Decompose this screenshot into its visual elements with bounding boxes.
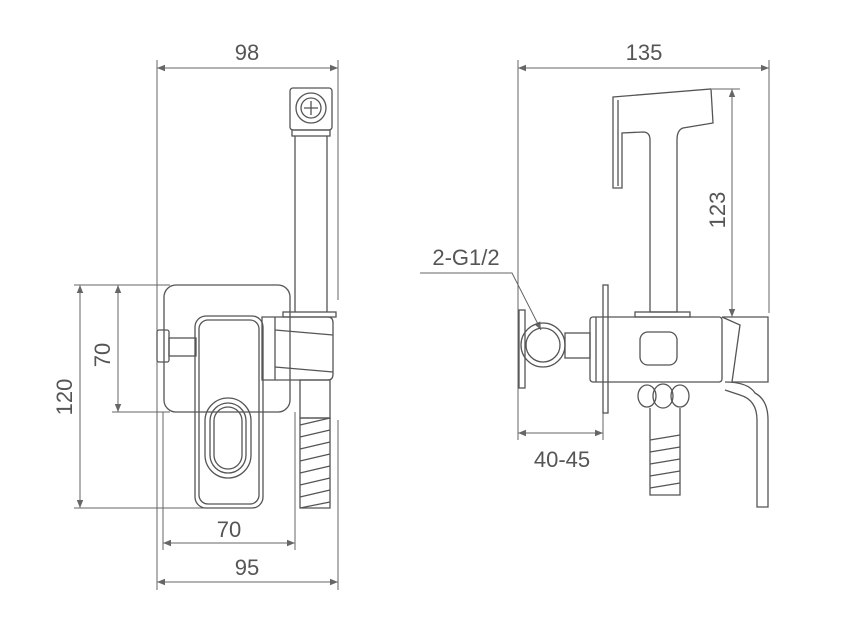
dimension-120: 120: [52, 285, 84, 508]
dim-label-135: 135: [626, 40, 663, 65]
dim-label-40-45: 40-45: [534, 447, 590, 472]
inlet-nut: [156, 329, 197, 363]
dim-label-120: 120: [52, 379, 77, 416]
dim-label-70-horizontal: 70: [217, 517, 241, 542]
front-view: 135 123 40-45 2-G1/2: [420, 40, 770, 508]
outlet-body: [261, 316, 334, 381]
dimension-70-horizontal: 70: [163, 517, 295, 547]
wall-flange: [602, 284, 609, 414]
side-view: 98 120 70 70 95: [52, 40, 339, 590]
dim-label-70-vertical: 70: [90, 343, 115, 367]
thread-label: 2-G1/2: [432, 245, 499, 270]
dim-label-98: 98: [235, 40, 259, 65]
dimension-40-45: 40-45: [518, 429, 603, 472]
dim-label-95: 95: [235, 555, 259, 580]
dimension-70-vertical: 70: [90, 285, 122, 412]
dimension-95: 95: [157, 555, 338, 586]
handset-front: [612, 88, 714, 318]
thread-callout: 2-G1/2: [420, 245, 542, 331]
wall-plate: [163, 284, 291, 413]
dim-label-123: 123: [705, 192, 730, 229]
inlet-thread: [520, 322, 591, 368]
dimension-98: 98: [157, 40, 338, 72]
dimension-123: 123: [705, 89, 736, 317]
hose-nut: [637, 383, 690, 409]
hose-side: [299, 379, 331, 509]
diverter-button: [639, 331, 678, 366]
mixer-lever: [194, 315, 264, 509]
mixer-body-front: [589, 316, 769, 508]
rear-plate: [518, 309, 526, 389]
dimension-135: 135: [518, 40, 769, 72]
handset-side: [282, 87, 337, 318]
hose-front: [649, 408, 681, 496]
